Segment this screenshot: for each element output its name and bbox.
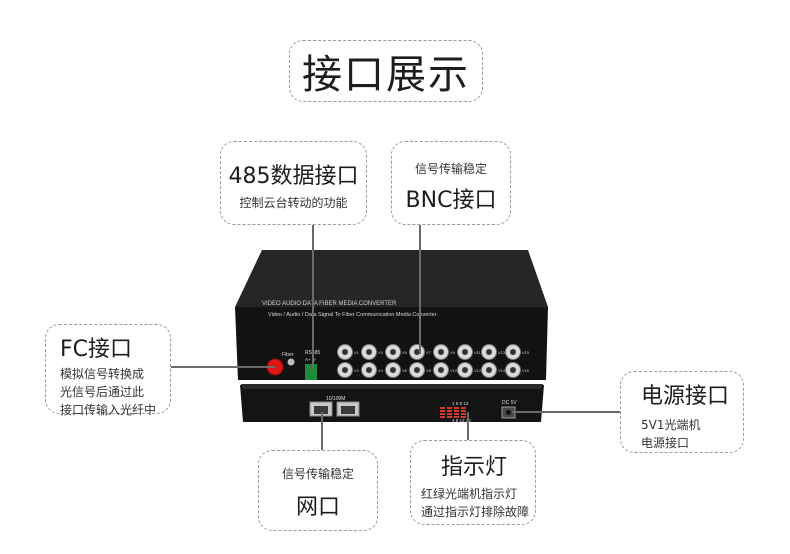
led-8 [461, 410, 466, 412]
bottom-bnc-label-6: V12 [474, 368, 482, 373]
bottom-bnc-label-2: V4 [378, 368, 384, 373]
top-bnc-label-4: V7 [426, 350, 432, 355]
bnc-subtitle: 信号传输稳定 [414, 162, 487, 176]
bottom-bnc-pin-3 [390, 367, 396, 373]
led-13 [440, 416, 445, 418]
lan-port-1-jack [314, 406, 328, 414]
network-heading: 网口 [295, 495, 340, 520]
top-bnc-pin-5 [438, 349, 444, 355]
led-15 [454, 416, 459, 418]
top-bnc-label-7: V13 [498, 350, 506, 355]
fc-heading: FC接口 [60, 337, 133, 362]
indicator-line-1: 红绿光端机指示灯 [421, 487, 518, 501]
top-bnc-pin-1 [342, 349, 348, 355]
bnc-heading: BNC接口 [405, 188, 497, 213]
led-4 [461, 407, 466, 409]
bottom-bnc-pin-1 [342, 367, 348, 373]
network-connector-line [321, 412, 323, 450]
led-9 [440, 413, 445, 415]
top-bnc-pin-7 [486, 349, 492, 355]
power-led [287, 358, 295, 366]
rs485-terminal [305, 364, 317, 380]
lower-unit-side [241, 384, 543, 389]
fc-line-1: 模拟信号转换成 [60, 367, 145, 381]
network-subtitle: 信号传输稳定 [281, 467, 354, 481]
power-heading: 电源接口 [641, 384, 730, 409]
top-bnc-label-8: V15 [522, 350, 530, 355]
power-line-2: 电源接口 [641, 436, 690, 450]
bottom-bnc-label-3: V6 [402, 368, 408, 373]
led-top-numbers: 1 5 9 13 [452, 401, 469, 406]
bottom-bnc-label-7: V14 [498, 368, 506, 373]
bottom-bnc-pin-4 [414, 367, 420, 373]
network-callout: 信号传输稳定 网口 [258, 450, 378, 531]
fiber-label: Fiber [282, 352, 294, 358]
top-bnc-label-6: V11 [474, 350, 482, 355]
bottom-bnc-pin-8 [510, 367, 516, 373]
rs485-callout: 485数据接口 控制云台转动的功能 [220, 141, 367, 225]
dc-label: DC 5V [502, 400, 517, 406]
top-bnc-label-2: V3 [378, 350, 384, 355]
lan-port-2-jack [341, 406, 355, 414]
top-bnc-label-1: V1 [354, 350, 360, 355]
led-5 [440, 410, 445, 412]
bottom-bnc-label-5: V10 [450, 368, 458, 373]
top-bnc-pin-2 [366, 349, 372, 355]
led-14 [447, 416, 452, 418]
bnc-callout: 信号传输稳定 BNC接口 [391, 141, 511, 225]
bnc-connector-line [419, 224, 421, 354]
bottom-bnc-label-1: V2 [354, 368, 360, 373]
indicator-line-2: 通过指示灯排除故障 [421, 505, 530, 519]
device-top-label: VIDEO AUDIO DATA FIBER MEDIA CONVERTER [262, 301, 397, 307]
led-indicators [440, 407, 466, 418]
fc-callout: FC接口 模拟信号转换成 光信号后通过此 接口传输入光纤中 [45, 324, 171, 417]
led-16 [461, 416, 466, 418]
page-title: 接口展示 [302, 52, 470, 98]
rs485-heading: 485数据接口 [228, 164, 359, 189]
top-bnc-pin-8 [510, 349, 516, 355]
rs485-connector-line [312, 224, 314, 370]
fc-connector-line [171, 366, 275, 368]
led-12 [461, 413, 466, 415]
rs485-pins-label: A+ B- [305, 357, 317, 362]
power-line-1: 5V1光端机 [641, 418, 701, 432]
indicator-callout: 指示灯 红绿光端机指示灯 通过指示灯排除故障 [410, 440, 536, 525]
led-11 [454, 413, 459, 415]
power-connector-line [512, 411, 620, 413]
fc-port [267, 359, 283, 375]
fc-line-3: 接口传输入光纤中 [60, 403, 157, 417]
bottom-bnc-pin-6 [462, 367, 468, 373]
top-bnc-label-3: V5 [402, 350, 408, 355]
led-3 [454, 407, 459, 409]
top-bnc-pin-3 [390, 349, 396, 355]
led-10 [447, 413, 452, 415]
led-2 [447, 407, 452, 409]
upper-unit-top [235, 250, 548, 307]
led-7 [454, 410, 459, 412]
fc-line-2: 光信号后通过此 [60, 385, 145, 399]
power-callout: 电源接口 5V1光端机 电源接口 [620, 371, 744, 453]
led-bottom-numbers: 4 8 12 16 [452, 418, 471, 423]
led-1 [440, 407, 445, 409]
lower-unit-front [240, 385, 544, 422]
top-bnc-label-5: V9 [450, 350, 456, 355]
bottom-bnc-pin-2 [366, 367, 372, 373]
bottom-bnc-label-4: V8 [426, 368, 432, 373]
bottom-bnc-label-8: V16 [522, 368, 530, 373]
indicator-heading: 指示灯 [441, 455, 508, 480]
top-bnc-pin-4 [414, 349, 420, 355]
rs485-desc: 控制云台转动的功能 [239, 196, 348, 210]
bottom-bnc-pin-7 [486, 367, 492, 373]
bnc-bottom-row: V2 V4 V6 V8 V10 V12 V14 V16 [337, 362, 530, 378]
indicator-connector-line [467, 412, 469, 440]
bottom-bnc-pin-5 [438, 367, 444, 373]
device-front-label: Video / Audio / Data Signal To Fiber Com… [268, 312, 437, 318]
page-title-box: 接口展示 [289, 40, 483, 102]
bnc-top-row: V1 V3 V5 V7 V9 V11 V13 V15 [337, 344, 530, 360]
dc-jack-hole [506, 410, 511, 415]
top-bnc-pin-6 [462, 349, 468, 355]
led-6 [447, 410, 452, 412]
lan-label: 10/100M [326, 396, 345, 402]
